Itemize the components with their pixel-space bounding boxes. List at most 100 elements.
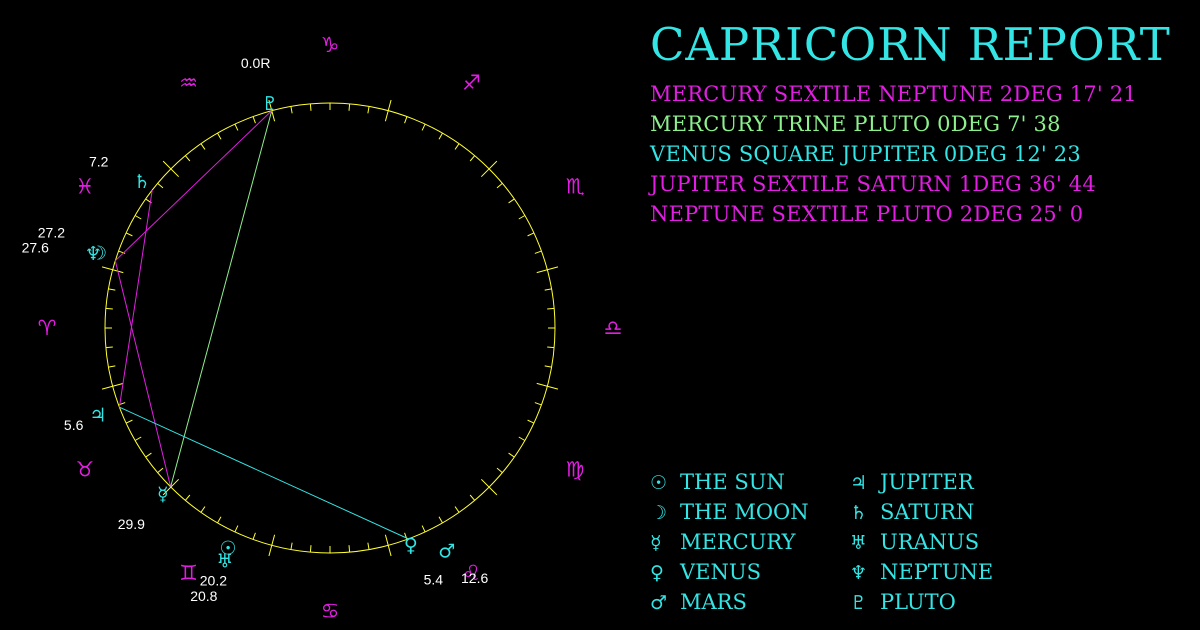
zodiac-wheel: ♈♉♊♋♌♍♎♏♐♑♒♓ ☉20.2☽27.2☿29.9♀5.4♂12.6♃5.… — [22, 33, 623, 623]
legend-label: PLUTO — [880, 590, 956, 614]
wheel-tick — [469, 494, 476, 501]
wheel-tick — [234, 525, 239, 533]
wheel-tick — [217, 132, 222, 140]
wheel-tick — [534, 250, 542, 254]
venus-degree-label: 5.4 — [424, 572, 444, 588]
aspect-line — [170, 110, 273, 487]
libra-sign-icon: ♎ — [604, 316, 623, 340]
aspect-line-text: MERCURY TRINE PLUTO 0DEG 7' 38 — [650, 112, 1061, 136]
wheel-ticks — [101, 99, 559, 557]
aspect-line — [114, 260, 172, 487]
legend-label: VENUS — [680, 560, 761, 584]
neptune-icon: ♆ — [850, 562, 868, 584]
wheel-tick — [454, 506, 460, 513]
wheel-tick — [290, 106, 293, 114]
aspect-line — [118, 190, 153, 408]
saturn-icon: ♄ — [850, 502, 868, 524]
capricorn-sign-icon: ♑ — [321, 33, 340, 57]
pluto-icon: ♇ — [850, 592, 868, 614]
legend-item: ☽ THE MOON — [650, 497, 809, 527]
mercury-icon: ☿ — [650, 532, 662, 554]
mercury-icon: ☿ — [157, 484, 169, 506]
wheel-tick — [105, 307, 113, 310]
pluto-icon: ♇ — [261, 93, 278, 115]
legend-label: SATURN — [880, 500, 975, 524]
gemini-sign-icon: ♊ — [179, 561, 198, 585]
wheel-tick — [496, 182, 503, 189]
aries-sign-icon: ♈ — [38, 316, 57, 340]
wheel-tick — [518, 436, 526, 441]
aspect-list: MERCURY SEXTILE NEPTUNE 2DEG 17' 21 MERC… — [650, 79, 1137, 229]
wheel-tick — [145, 452, 152, 458]
wheel-tick — [404, 116, 408, 124]
aspect-line — [114, 110, 273, 262]
wheel-tick — [547, 346, 555, 349]
wheel-tick — [508, 452, 515, 458]
jupiter-icon: ♃ — [850, 472, 868, 494]
legend-label: MARS — [680, 590, 747, 614]
wheel-tick — [134, 215, 142, 220]
neptune-degree-label: 27.6 — [22, 239, 49, 255]
uranus-icon: ♅ — [217, 551, 234, 573]
wheel-tick — [348, 545, 351, 553]
legend-label: THE MOON — [680, 500, 809, 524]
venus-icon: ♀ — [404, 534, 418, 556]
sun-icon: ☉ — [220, 538, 237, 560]
mars-icon: ♂ — [438, 540, 455, 562]
moon-icon: ☽ — [90, 243, 107, 265]
taurus-sign-icon: ♉ — [76, 458, 95, 482]
wheel-tick — [496, 467, 503, 474]
aspect-line-text: JUPITER SEXTILE SATURN 1DEG 36' 44 — [650, 172, 1096, 196]
wheel-tick — [544, 288, 552, 291]
mercury-degree-label: 29.9 — [118, 516, 145, 532]
aspect-line — [119, 406, 409, 540]
aquarius-sign-icon: ♒ — [179, 71, 198, 95]
wheel-tick — [367, 106, 370, 114]
planet-glyphs: ☉20.2☽27.2☿29.9♀5.4♂12.6♃5.6♄7.2♅20.8♆27… — [22, 55, 489, 604]
wheel-tick — [234, 123, 239, 131]
aspect-lines — [114, 110, 409, 540]
virgo-sign-icon: ♍ — [566, 458, 585, 482]
neptune-icon: ♆ — [85, 243, 102, 265]
wheel-tick — [367, 542, 370, 550]
legend-item: ♄ SATURN — [850, 497, 993, 527]
moon-icon: ☽ — [650, 502, 668, 524]
mars-degree-label: 12.6 — [461, 570, 488, 586]
legend-label: MERCURY — [680, 530, 796, 554]
legend-item: ☿ MERCURY — [650, 527, 809, 557]
wheel-tick — [108, 288, 116, 291]
sun-icon: ☉ — [650, 472, 668, 494]
wheel-tick — [309, 103, 312, 111]
wheel-tick — [108, 365, 116, 368]
wheel-tick — [544, 365, 552, 368]
legend-item: ♆ NEPTUNE — [850, 557, 993, 587]
wheel-tick — [438, 132, 443, 140]
wheel-tick — [200, 506, 206, 513]
legend-item: ♅URANUS — [850, 527, 993, 557]
wheel-tick — [508, 198, 515, 204]
legend-label: JUPITER — [880, 470, 974, 494]
aspect-line-text: NEPTUNE SEXTILE PLUTO 2DEG 25' 0 — [650, 202, 1084, 226]
wheel-tick — [438, 516, 443, 524]
saturn-icon: ♄ — [133, 171, 150, 193]
saturn-degree-label: 7.2 — [89, 153, 109, 169]
legend-column: ♃ JUPITER ♄ SATURN ♅URANUS ♆ NEPTUNE ♇ PLUTO — [850, 467, 993, 617]
legend-column: ☉THE SUN ☽THE MOON ☿MERCURY ♀VENUS ♂MARS — [650, 467, 809, 617]
wheel-tick — [200, 143, 206, 150]
legend-item: ♂MARS — [650, 587, 809, 617]
wheel-tick — [217, 516, 222, 524]
wheel-tick — [469, 155, 476, 162]
wheel-tick — [157, 467, 164, 474]
wheel-tick — [118, 250, 126, 254]
wheel-tick — [134, 436, 142, 441]
legend-item: ♇ PLUTO — [850, 587, 993, 617]
moon-degree-label: 27.2 — [38, 224, 65, 240]
wheel-tick — [184, 494, 191, 501]
wheel-tick — [454, 143, 460, 150]
aspect-line-text: VENUS SQUARE JUPITER 0DEG 12' 23 — [650, 142, 1081, 166]
wheel-tick — [421, 525, 426, 533]
pisces-sign-icon: ♓ — [76, 175, 95, 199]
pluto-degree-label: 0.0R — [241, 55, 271, 71]
legend-label: NEPTUNE — [880, 560, 994, 584]
report-title: CAPRICORN REPORT — [650, 18, 1171, 71]
